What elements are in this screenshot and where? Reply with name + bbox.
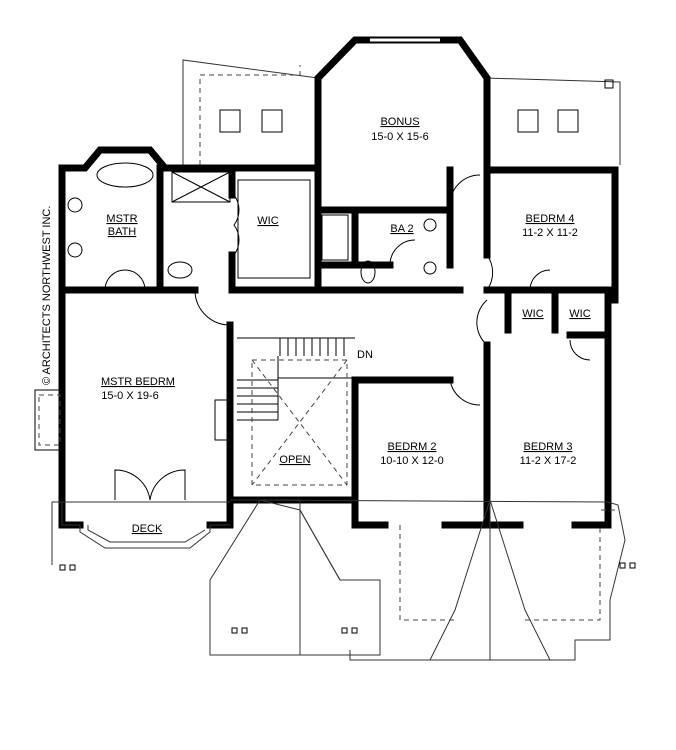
mstr-bath-label-2: BATH xyxy=(108,226,137,238)
bathtub xyxy=(96,162,154,188)
bedrm3-label: BEDRM 3 xyxy=(524,441,573,453)
bedrm4-label: BEDRM 4 xyxy=(526,213,575,225)
toilet xyxy=(360,260,376,284)
shower xyxy=(171,171,231,203)
stairs-down-label: DN xyxy=(357,349,373,361)
ba2-label: BA 2 xyxy=(390,223,413,235)
bedrm4-dims: 11-2 X 11-2 xyxy=(522,227,578,239)
deck-label: DECK xyxy=(132,523,163,535)
mstr-bath-label-1: MSTR xyxy=(106,213,137,225)
open-to-below xyxy=(251,359,348,486)
sink xyxy=(67,242,83,258)
upper-roof-outline xyxy=(182,59,621,165)
closet-outline xyxy=(237,179,311,279)
bonus-room: BONUS 15-0 X 15-6 xyxy=(314,36,491,174)
bonus-label: BONUS xyxy=(380,116,419,128)
sink xyxy=(423,261,437,275)
mstr-bedrm-label: MSTR BEDRM xyxy=(101,376,175,388)
bathtub xyxy=(321,214,349,261)
staircase[interactable]: DN xyxy=(237,337,373,486)
doors xyxy=(104,174,591,501)
room-labels: MSTR BATH WIC BA 2 BEDRM 4 11-2 X 11-2 W… xyxy=(101,213,591,535)
lower-roof-outline xyxy=(52,498,636,661)
fixtures xyxy=(67,162,437,441)
fireplace xyxy=(214,399,230,441)
mstr-bedrm-dims: 15-0 X 19-6 xyxy=(101,390,158,402)
left-bay xyxy=(34,389,61,451)
toilet xyxy=(167,261,193,279)
bedrm2-dims: 10-10 X 12-0 xyxy=(380,455,444,467)
wic-a-label: WIC xyxy=(522,308,543,320)
bedrm3-dims: 11-2 X 17-2 xyxy=(520,455,577,467)
wic-b-label: WIC xyxy=(569,308,590,320)
deck xyxy=(51,501,230,565)
open-label: OPEN xyxy=(279,454,310,466)
wic-master-label: WIC xyxy=(257,215,278,227)
bedrm2-label: BEDRM 2 xyxy=(388,441,437,453)
sink xyxy=(423,218,437,232)
copyright-credit: © ARCHITECTS NORTHWEST INC. xyxy=(41,206,53,385)
sink xyxy=(67,197,83,213)
bonus-dims: 15-0 X 15-6 xyxy=(371,131,428,143)
walls xyxy=(58,146,619,529)
